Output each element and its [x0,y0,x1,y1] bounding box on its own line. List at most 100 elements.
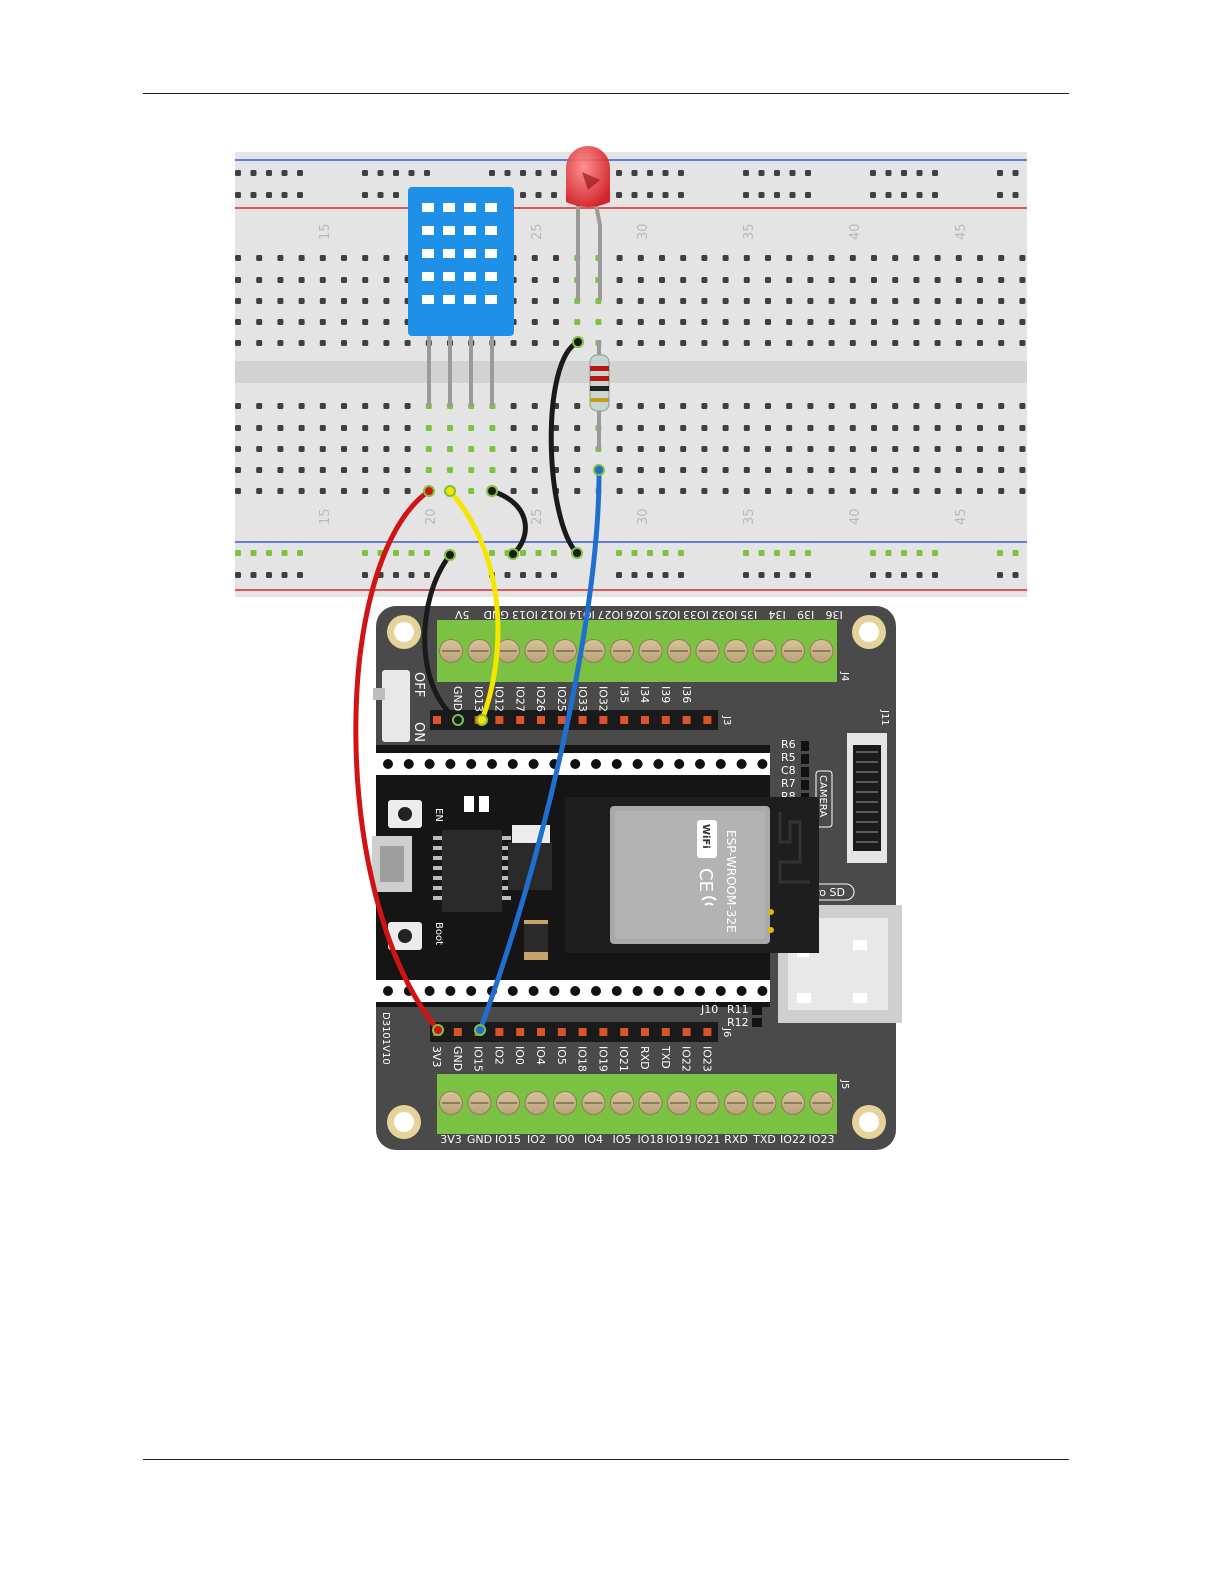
mounting-holes [387,615,886,1139]
rail-hole [551,572,557,578]
col-num-bottom-30: 30 [636,508,651,525]
breadboard-hole [319,425,326,431]
boot-label: Boot [433,922,444,945]
rail-hole [743,192,749,198]
devkit-pin-bottom [466,986,477,996]
breadboard-hole [659,319,665,325]
rail-hole [631,550,638,556]
col-num-top-40: 40 [848,223,863,240]
breadboard-hole [362,277,369,283]
breadboard-hole [637,403,644,409]
rail-hole [774,170,780,176]
breadboard-hole [977,488,983,494]
breadboard-hole [680,255,687,261]
devkit-pin-bottom [653,986,664,996]
breadboard-hole [1019,425,1026,431]
power-switch[interactable] [382,670,410,742]
rail-hole [901,572,907,578]
rail-hole [870,572,876,578]
rail-hole [551,192,557,198]
rail-hole [997,572,1003,578]
j5-pin-label-io18: IO18 [638,1133,664,1146]
breadboard-hole [574,425,581,431]
j4-screws [439,639,834,663]
j5-label: J5 [839,1079,850,1089]
breadboard-hole [574,467,581,473]
breadboard-hole [235,255,241,261]
switch-knob[interactable] [373,688,385,700]
breadboard-hole [913,340,920,346]
rail-hole [504,572,511,578]
j4-pin-label-i39: I39 [797,608,814,621]
devkit-pin-bottom [736,986,747,996]
breadboard-hole [722,467,729,473]
j3-pin-label-i34: I34 [638,686,651,703]
breadboard-hole [235,403,241,409]
breadboard-hole [743,340,750,346]
breadboard-hole [786,277,793,283]
j6-header [430,1022,718,1042]
breadboard-hole [786,446,793,452]
rail-hole [281,170,288,176]
j6-pin-label-txd: TXD [659,1045,672,1069]
breadboard-hole [362,298,369,304]
breadboard-hole [637,255,644,261]
rail-hole [535,572,542,578]
col-num-top-15: 15 [318,223,333,240]
breadboard-hole [807,425,814,431]
devkit-pin-bottom [424,986,435,996]
rail-hole [901,170,907,176]
breadboard-hole [828,277,835,283]
sd-label: ro SD [815,886,845,899]
breadboard-hole [765,255,771,261]
rail-hole [489,170,495,176]
breadboard-hole-active [425,446,432,452]
breadboard-hole [913,488,920,494]
rail-hole [281,572,288,578]
header-pin [620,1028,629,1036]
rail-hole [631,170,638,176]
breadboard-hole [849,446,856,452]
breadboard-hole [1019,446,1026,452]
devkit-pin-bottom [695,986,705,996]
breadboard-hole [828,298,835,304]
breadboard-hole [722,319,729,325]
breadboard-hole [404,340,411,346]
breadboard-hole [383,340,390,346]
rail-hole [266,550,272,556]
breadboard-hole [404,425,411,431]
breadboard-hole [319,277,326,283]
ce-mark: CE [695,868,716,892]
breadboard-hole [319,255,326,261]
breadboard-hole [574,403,581,409]
breadboard-hole [319,298,326,304]
j4-pin-label-io32: IO32 [712,608,738,621]
breadboard-hole [722,403,729,409]
breadboard-hole [892,277,899,283]
rail-hole [281,192,288,198]
breadboard-hole [235,488,241,494]
breadboard-hole [298,467,305,473]
devkit-pin-top [611,759,622,769]
rail-hole [758,192,765,198]
rail-hole [774,550,780,556]
breadboard-hole [341,319,347,325]
breadboard-hole [680,340,687,346]
breadboard-hole [892,446,899,452]
breadboard-hole [701,488,708,494]
j6-pin-label-io5: IO5 [555,1046,568,1065]
rail-hole [408,170,415,176]
breadboard-hole [616,446,623,452]
j5-pin-label-io0: IO0 [556,1133,575,1146]
rail-hole [535,192,542,198]
rail-hole [678,572,684,578]
breadboard-hole [934,298,941,304]
breadboard-hole [531,467,538,473]
breadboard-hole-active [468,467,475,473]
breadboard-hole [871,298,877,304]
rail-hole [297,572,303,578]
breadboard-hole [998,425,1005,431]
breadboard-hole [743,467,750,473]
